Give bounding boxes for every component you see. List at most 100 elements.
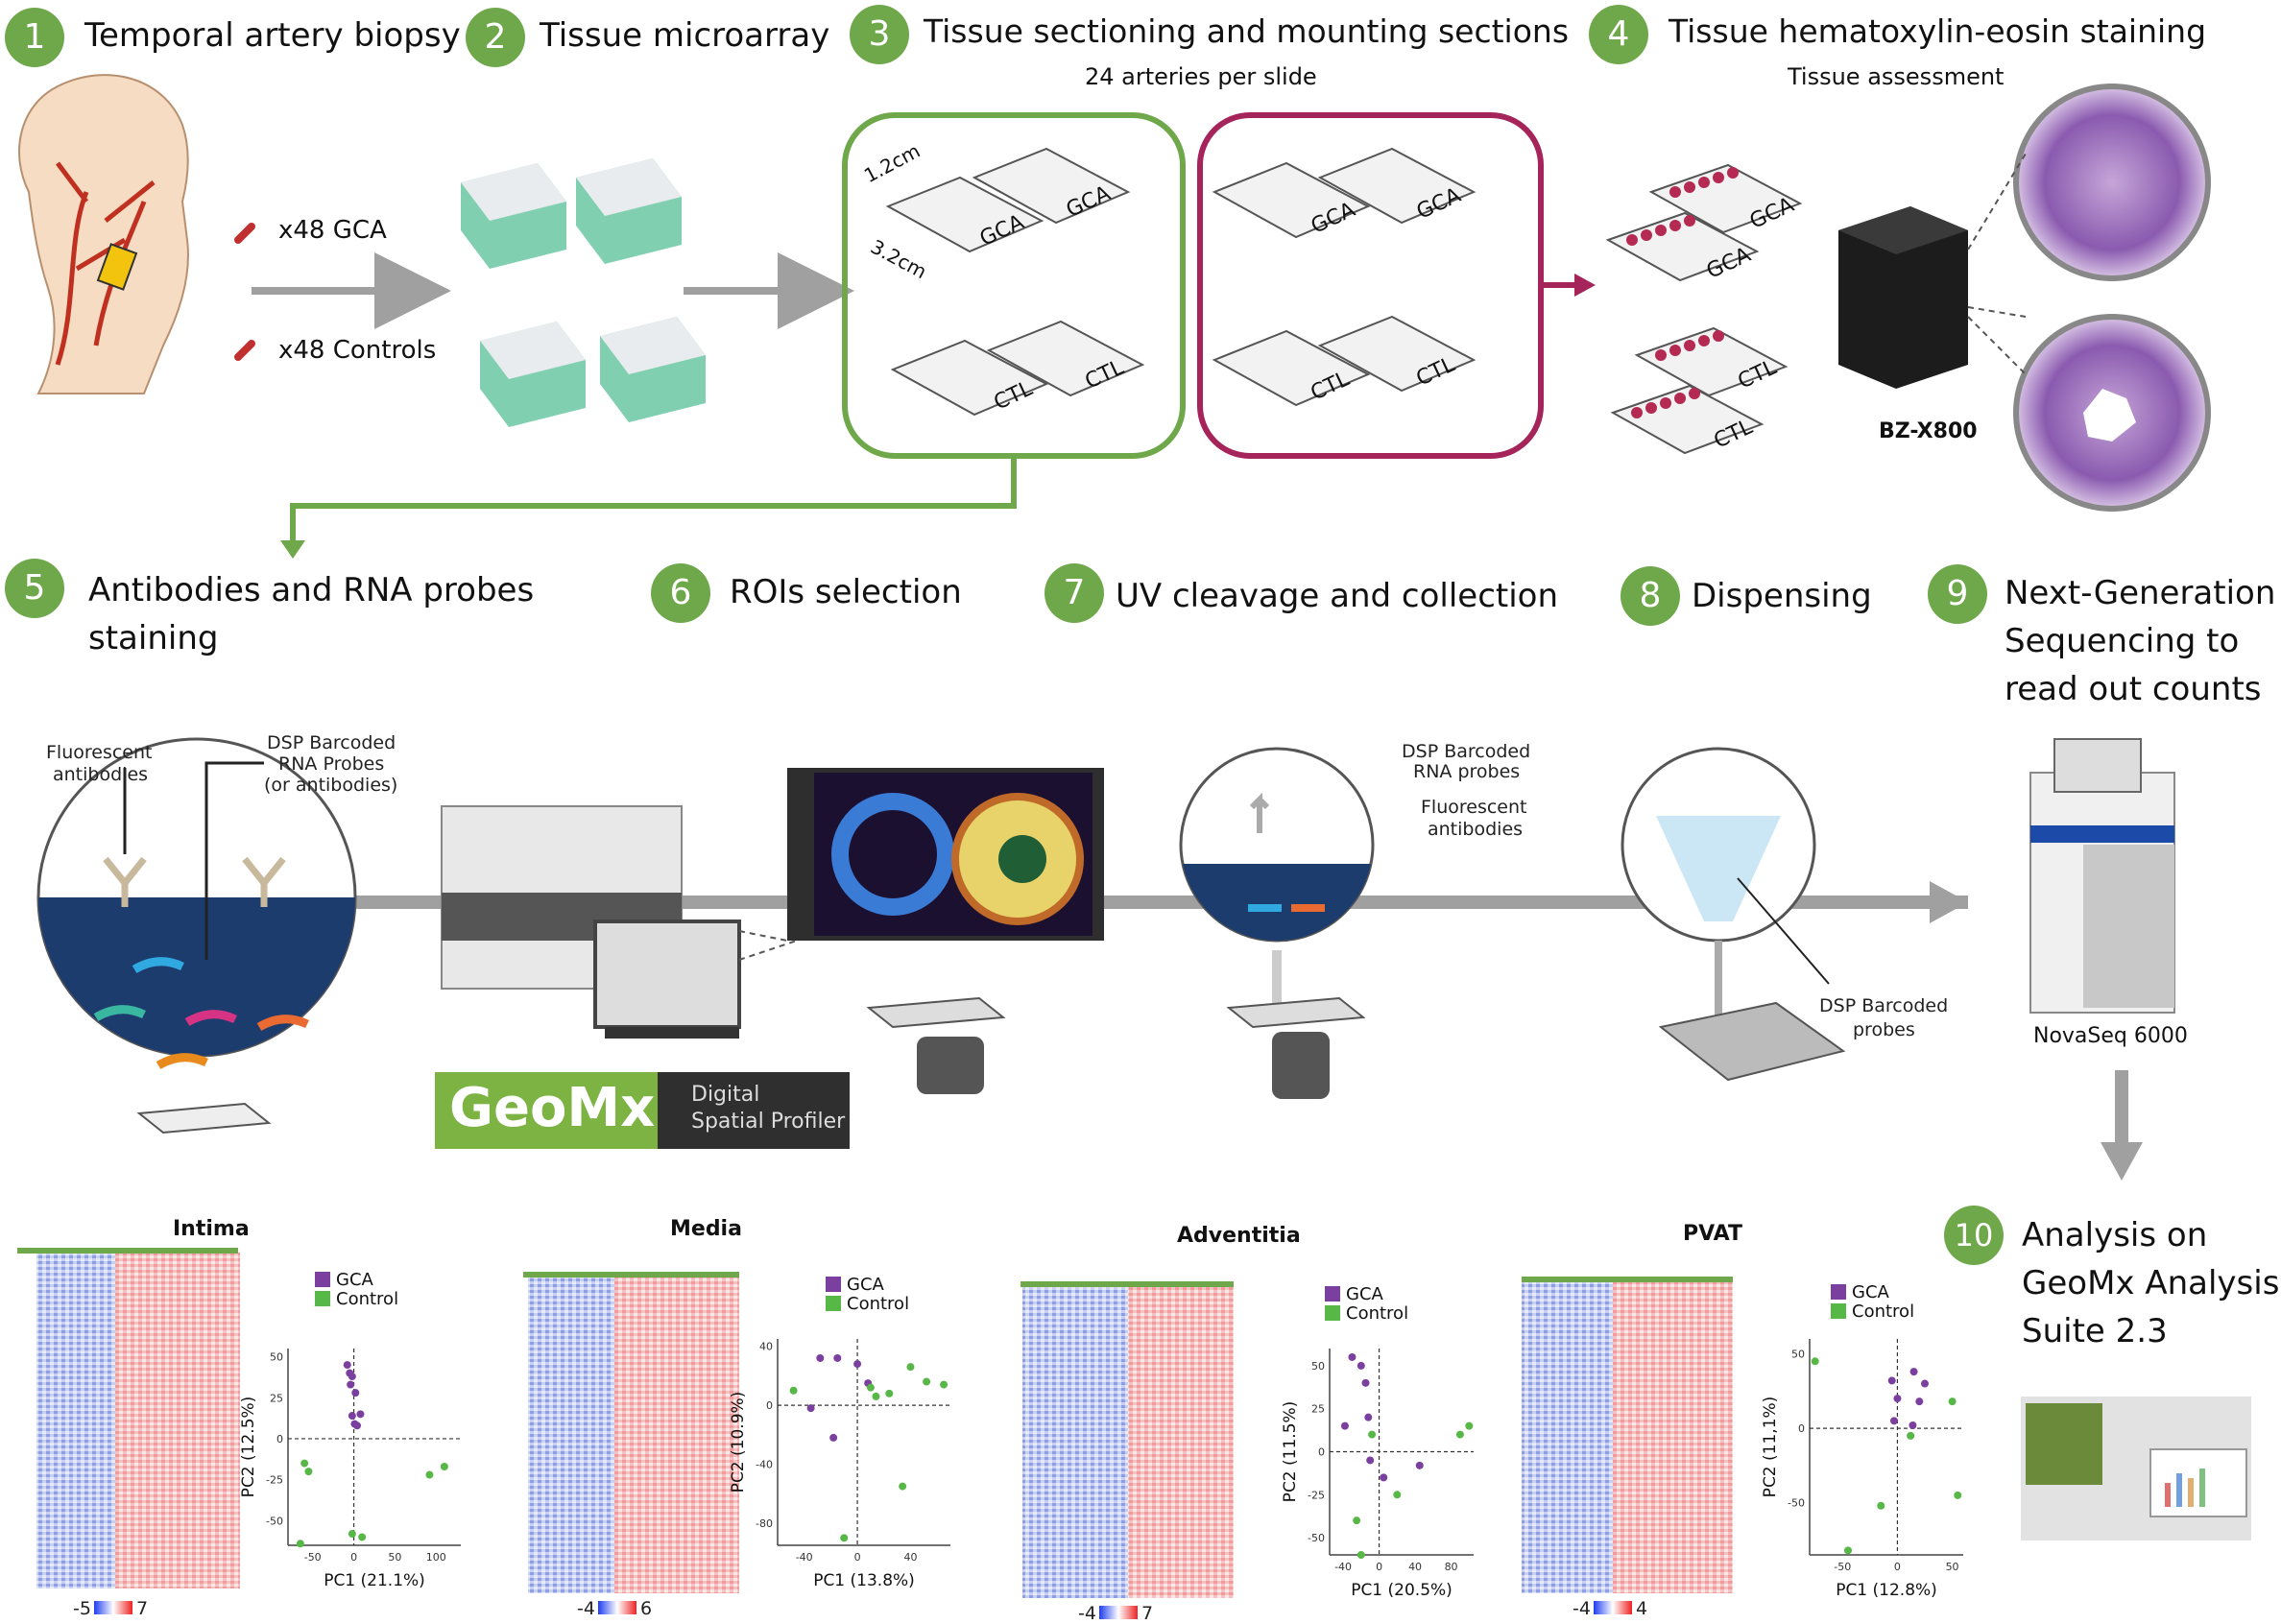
step-8-badge: 8 [1621,566,1680,626]
pca-ytick-media-2: -40 [756,1459,773,1471]
step-2-title: Tissue microarray [540,16,830,55]
arrow-3-to-4-head [1574,274,1596,297]
pca-point-control-media-0 [789,1386,798,1395]
pca-point-control-pvat-4 [1954,1491,1962,1499]
uv-fluor-label-1: Fluorescent [1421,797,1527,818]
pca-xtick-media-1: 0 [854,1551,861,1564]
dispense-label-1: DSP Barcoded [1819,995,1949,1016]
geomx-tag-1: Digital [691,1083,760,1107]
step-9-title-line1: Next-Generation [2005,574,2276,612]
pca-xlabel-pvat: PC1 (12.8%) [1836,1581,1937,1600]
pca-point-gca-intima-4 [351,1389,360,1397]
pca-ytick-intima-4: -50 [266,1515,283,1527]
sequencer-label: NovaSeq 6000 [2033,1024,2188,1048]
pca-xtick-media-0: -40 [796,1551,813,1564]
pca-point-control-media-3 [906,1363,915,1372]
pca-point-control-intima-4 [358,1533,367,1541]
pca-point-gca-adventitia-6 [1380,1473,1388,1482]
legend-label-gca-media: GCA [847,1275,885,1295]
pca-point-gca-pvat-6 [1909,1421,1917,1429]
pca-point-gca-adventitia-7 [1415,1461,1424,1469]
pca-point-control-pvat-2 [1907,1431,1915,1440]
legend-label-control-adventitia: Control [1346,1303,1408,1324]
dispense-label-2: probes [1853,1019,1915,1040]
pca-xtick-media-2: 40 [903,1551,917,1564]
scale-min-adventitia: -4 [1078,1603,1096,1624]
probe-label-1: DSP Barcoded [267,732,396,753]
pca-point-gca-adventitia-3 [1364,1413,1373,1421]
pca-ytick-intima-3: -25 [266,1474,283,1487]
heatmap-intima [17,1248,240,1588]
step-4-subtitle: Tissue assessment [1788,63,2005,90]
pca-point-control-pvat-1 [1948,1397,1957,1406]
stained-tissue-dots [1626,167,1739,418]
pca-point-gca-pvat-3 [1921,1379,1929,1388]
scale-bar-media [598,1601,636,1614]
geomx-instrument [441,768,1104,1039]
legend-label-control-pvat: Control [1852,1302,1914,1322]
analysis-suite-screens [2021,1397,2251,1540]
legend-swatch-control-media [826,1296,841,1311]
step-1-badge: 1 [5,8,64,67]
pca-ytick-adventitia-2: 0 [1318,1446,1325,1459]
pca-point-control-intima-2 [296,1540,304,1548]
geomx-tag-2: Spatial Profiler [691,1110,846,1134]
pca-ytick-pvat-0: 50 [1791,1349,1805,1361]
uv-probe-label-1: DSP Barcoded [1402,741,1531,762]
he-stained-section-images [1967,84,2211,512]
pca-point-gca-intima-0 [343,1361,351,1370]
step-9-title-line2: Sequencing to [2005,622,2240,660]
pca-point-control-pvat-5 [1844,1546,1852,1555]
pca-point-gca-media-5 [829,1433,838,1442]
step-8-title: Dispensing [1692,577,1872,615]
scale-bar-intima [94,1601,132,1614]
scale-max-adventitia: 7 [1141,1603,1154,1624]
scanner-label: BZ-X800 [1879,419,1978,443]
pca-point-gca-media-3 [853,1360,862,1369]
scale-min-pvat: -4 [1573,1598,1591,1619]
pca-point-gca-pvat-1 [1909,1368,1918,1376]
legend-swatch-control-intima [315,1291,330,1306]
legend-label-gca-intima: GCA [336,1270,374,1290]
scanner-bz-x800 [1838,206,1968,389]
probe-label-3: (or antibodies) [264,775,398,796]
scale-max-media: 6 [640,1598,653,1619]
pca-point-control-adventitia-0 [1368,1430,1377,1439]
head-illustration [18,74,189,394]
pca-xtick-adventitia-2: 40 [1408,1561,1422,1573]
pca-xtick-intima-0: -50 [304,1551,322,1564]
legend-label-control-intima: Control [336,1289,398,1309]
pca-ytick-pvat-2: -50 [1788,1497,1805,1510]
pca-point-control-pvat-3 [1877,1501,1885,1510]
pca-xtick-pvat-1: 0 [1894,1561,1901,1573]
scale-bar-adventitia [1099,1606,1138,1619]
pca-point-gca-media-1 [833,1353,842,1362]
pca-point-control-adventitia-5 [1357,1551,1365,1559]
pca-ytick-media-3: -80 [756,1517,773,1530]
step-6-badge: 6 [651,563,710,623]
pca-point-gca-pvat-2 [1915,1397,1924,1406]
pca-xtick-adventitia-3: 80 [1445,1561,1458,1573]
pca-xlabel-adventitia: PC1 (20.5%) [1351,1581,1453,1600]
biopsy-marker-gca [234,223,255,244]
step-5-badge: 5 [5,559,64,618]
pca-ytick-intima-1: 25 [270,1392,283,1404]
step-5-title-line2: staining [88,619,219,657]
fluor-label-1: Fluorescent [46,742,153,763]
pca-point-gca-intima-6 [348,1412,356,1421]
heatmap-pvat [1522,1277,1733,1593]
scale-max-pvat: 4 [1636,1598,1648,1619]
pca-ytick-intima-0: 50 [270,1351,283,1364]
pca-point-control-intima-3 [348,1530,356,1539]
gca-count: x48 GCA [278,216,387,245]
pca-point-control-media-6 [866,1383,875,1392]
control-count: x48 Controls [278,336,437,365]
step-1-title: Temporal artery biopsy [84,16,461,55]
pca-point-control-intima-6 [440,1463,448,1470]
pca-point-control-intima-1 [304,1468,313,1476]
pca-point-gca-intima-3 [347,1380,355,1389]
step-2-badge: 2 [466,8,525,67]
step-10-badge: 10 [1944,1206,2004,1265]
scale-min-media: -4 [577,1598,595,1619]
